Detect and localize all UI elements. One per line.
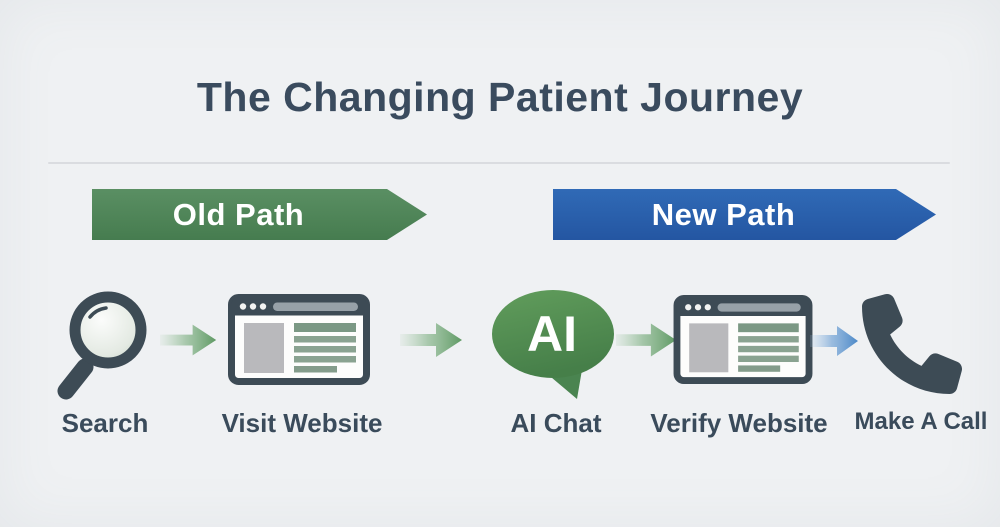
arrow-right-icon [160,324,217,356]
phone-icon [862,294,962,394]
step-label-visit-website: Visit Website [221,408,383,438]
new-path-label: New Path [651,196,796,232]
browser-icon [673,295,813,385]
divider-line [48,162,950,164]
new-path-banner: New Path [553,189,936,240]
step-label-verify-website: Verify Website [650,408,828,438]
arrow-right-icon [616,323,677,357]
step-label-search: Search [61,408,149,438]
ai-bubble-text: AI [527,306,577,362]
ai-chat-bubble-icon: AI [492,290,614,399]
old-path-banner: Old Path [92,189,427,240]
step-label-ai-chat: AI Chat [510,408,602,438]
arrow-right-icon [810,326,858,356]
old-path-label: Old Path [172,196,305,232]
arrow-right-icon [400,323,462,357]
magnifier-icon [57,291,147,400]
browser-icon [228,294,370,385]
page-title: The Changing Patient Journey [196,74,804,120]
step-label-make-a-call: Make A Call [854,408,988,435]
